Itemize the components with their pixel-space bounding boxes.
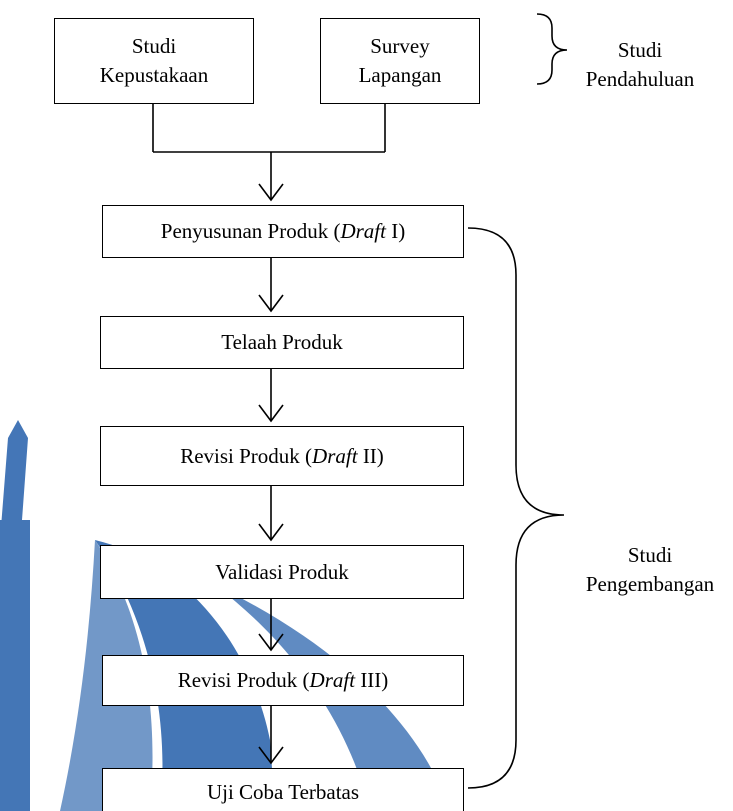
- box-line: Lapangan: [358, 63, 442, 87]
- label-line: Studi: [627, 543, 673, 567]
- box-survey-lapangan: Survey Lapangan: [320, 18, 480, 104]
- label-line: Studi: [617, 38, 663, 62]
- arrowhead-2: [258, 294, 284, 313]
- step-text: Penyusunan Produk (Draft I): [160, 219, 406, 243]
- box-studi-kepustakaan: Studi Kepustakaan: [54, 18, 254, 104]
- label-line: Pendahuluan: [585, 67, 695, 91]
- step-text: Validasi Produk: [215, 559, 349, 584]
- box-line: Survey: [370, 34, 430, 58]
- arrowhead-4: [258, 523, 284, 542]
- arrowhead-6: [258, 746, 284, 765]
- arrowhead-3: [258, 404, 284, 423]
- brace-preliminary: [536, 13, 568, 85]
- step-text: Revisi Produk (Draft III): [177, 668, 389, 692]
- step-telaah-produk: Telaah Produk: [100, 316, 464, 369]
- box-line: Kepustakaan: [99, 63, 209, 87]
- brace-development: [467, 227, 565, 789]
- step-text: Telaah Produk: [221, 330, 343, 354]
- box-line: Studi: [131, 34, 177, 58]
- step-penyusunan-produk: Penyusunan Produk (Draft I): [102, 205, 464, 258]
- label-line: Pengembangan: [585, 572, 715, 596]
- step-revisi-produk-draft-iii: Revisi Produk (Draft III): [102, 655, 464, 706]
- label-studi-pendahuluan: Studi Pendahuluan: [570, 36, 710, 94]
- label-studi-pengembangan: Studi Pengembangan: [565, 541, 733, 599]
- step-validasi-produk: Validasi Produk: [100, 545, 464, 599]
- arrowhead-1: [258, 183, 284, 202]
- step-text: Uji Coba Terbatas: [206, 779, 360, 804]
- step-revisi-produk-draft-ii: Revisi Produk (Draft II): [100, 426, 464, 486]
- step-text: Revisi Produk (Draft II): [180, 443, 384, 468]
- step-uji-coba-terbatas: Uji Coba Terbatas: [102, 768, 464, 811]
- arrowhead-5: [258, 633, 284, 652]
